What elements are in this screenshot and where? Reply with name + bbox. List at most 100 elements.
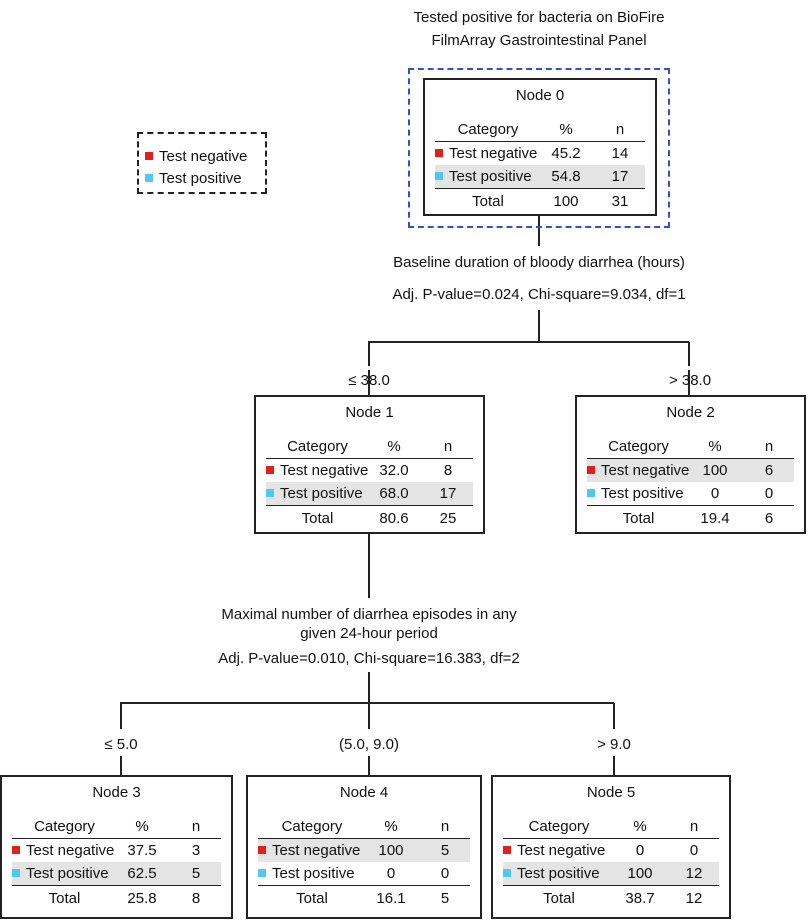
- node-4-row-total-category: Total: [296, 890, 328, 907]
- node-3-row-negative-pct: 37.5: [127, 842, 157, 859]
- node-1-row-negative-pct: 32.0: [379, 462, 409, 479]
- node-0-row-total-n: 31: [611, 193, 629, 210]
- node-3-title: Node 3: [92, 784, 141, 801]
- negative-swatch-icon: [258, 846, 266, 854]
- node-2-header-row: Category%n: [587, 435, 794, 459]
- node-1-row-positive-pct: 68.0: [379, 485, 409, 502]
- node-1-header-row-category: Category: [287, 438, 348, 455]
- negative-swatch-icon: [587, 466, 595, 474]
- node-1-header-row-n: n: [443, 438, 453, 455]
- node-3-header-row-n: n: [191, 818, 201, 835]
- node-2-row-total-category: Total: [622, 510, 655, 527]
- node-1-row-positive-n: 17: [439, 485, 457, 502]
- node-1-row-total-category: Total: [301, 510, 334, 527]
- legend-label-negative: Test negative: [159, 148, 248, 165]
- legend: Test negative Test positive: [137, 132, 267, 194]
- node-0-row-positive-category-label: Test positive: [449, 168, 532, 185]
- node-5-row-negative-category: Test negative: [503, 839, 605, 862]
- negative-swatch-icon: [503, 846, 511, 854]
- negative-swatch-icon: [266, 466, 274, 474]
- split1-branch-left: ≤ 38.0: [348, 372, 390, 389]
- positive-swatch-icon: [258, 869, 266, 877]
- node-0-row-positive-n: 17: [611, 168, 629, 185]
- node-5-row-negative-category-label: Test negative: [517, 842, 606, 859]
- positive-swatch-icon: [145, 174, 153, 182]
- node-2-row-negative-pct: 100: [702, 462, 728, 479]
- node-5-header-row-category: Category: [528, 818, 590, 835]
- node-2-row-total-pct: 19.4: [700, 510, 730, 527]
- root-title-line1: Tested positive for bacteria on BioFire: [413, 9, 665, 26]
- node-1-row-negative-n: 8: [443, 462, 453, 479]
- node-5-title: Node 5: [586, 784, 636, 801]
- node-5-row-positive-category: Test positive: [503, 862, 600, 885]
- node-0-row-total-category: Total: [472, 193, 504, 210]
- node-3-row-total-pct: 25.8: [127, 890, 157, 907]
- positive-swatch-icon: [12, 869, 20, 877]
- positive-swatch-icon: [587, 489, 595, 497]
- legend-item-negative: Test negative: [145, 146, 265, 168]
- node-0-row-positive-category: Test positive: [435, 165, 532, 188]
- split1-stats: Adj. P-value=0.024, Chi-square=9.034, df…: [392, 286, 686, 303]
- node-3-row-positive-n: 5: [191, 865, 201, 882]
- split2-variable-line1: Maximal number of diarrhea episodes in a…: [221, 606, 517, 623]
- node-2-header-row-n: n: [764, 438, 774, 455]
- negative-swatch-icon: [435, 149, 443, 157]
- node-0-row-total-pct: 100: [553, 193, 579, 210]
- node-1-header-row-pct: %: [387, 438, 401, 455]
- node-3-row-positive-pct: 62.5: [127, 865, 157, 882]
- node-4-header-row-pct: %: [384, 818, 398, 835]
- node-0-header-row: Category%n: [435, 118, 645, 142]
- split2-branch-middle: (5.0, 9.0): [338, 736, 400, 753]
- node-3-row-total-category: Total: [48, 890, 81, 907]
- positive-swatch-icon: [503, 869, 511, 877]
- node-5-row-positive-category-label: Test positive: [517, 865, 600, 882]
- positive-swatch-icon: [266, 489, 274, 497]
- node-5-row-total-pct: 38.7: [625, 890, 655, 907]
- split2-variable-line2: given 24-hour period: [300, 625, 438, 642]
- node-4-row-positive-category: Test positive: [258, 862, 355, 885]
- node-4-row-negative-pct: 100: [378, 842, 404, 859]
- node-2-row-positive-category: Test positive: [587, 482, 684, 505]
- split2-branch-left: ≤ 5.0: [104, 736, 138, 753]
- node-3-row-positive-category: Test positive: [12, 862, 109, 885]
- node-1-row-positive-category-label: Test positive: [280, 485, 363, 502]
- root-node-highlight: [408, 68, 670, 228]
- split2-branch-right: > 9.0: [597, 736, 631, 753]
- node-4-row-positive-category-label: Test positive: [272, 865, 355, 882]
- node-4-row-total-pct: 16.1: [376, 890, 406, 907]
- node-1-row-negative-category-label: Test negative: [280, 462, 369, 479]
- node-1-row-negative-category: Test negative: [266, 459, 368, 482]
- node-2-row-positive-n: 0: [764, 485, 774, 502]
- node-4-row-negative-n: 5: [440, 842, 450, 859]
- node-2-header-row-category: Category: [608, 438, 669, 455]
- node-5-row-positive-n: 12: [685, 865, 703, 882]
- split2-stats: Adj. P-value=0.010, Chi-square=16.383, d…: [218, 650, 520, 667]
- node-3-header-row-pct: %: [135, 818, 149, 835]
- node-0-header-row-n: n: [615, 121, 625, 138]
- node-3-row-positive-category-label: Test positive: [26, 865, 109, 882]
- node-4-header-row-category: Category: [281, 818, 343, 835]
- node-5-header-row: Category%n: [503, 815, 719, 839]
- node-4-row-positive-pct: 0: [386, 865, 396, 882]
